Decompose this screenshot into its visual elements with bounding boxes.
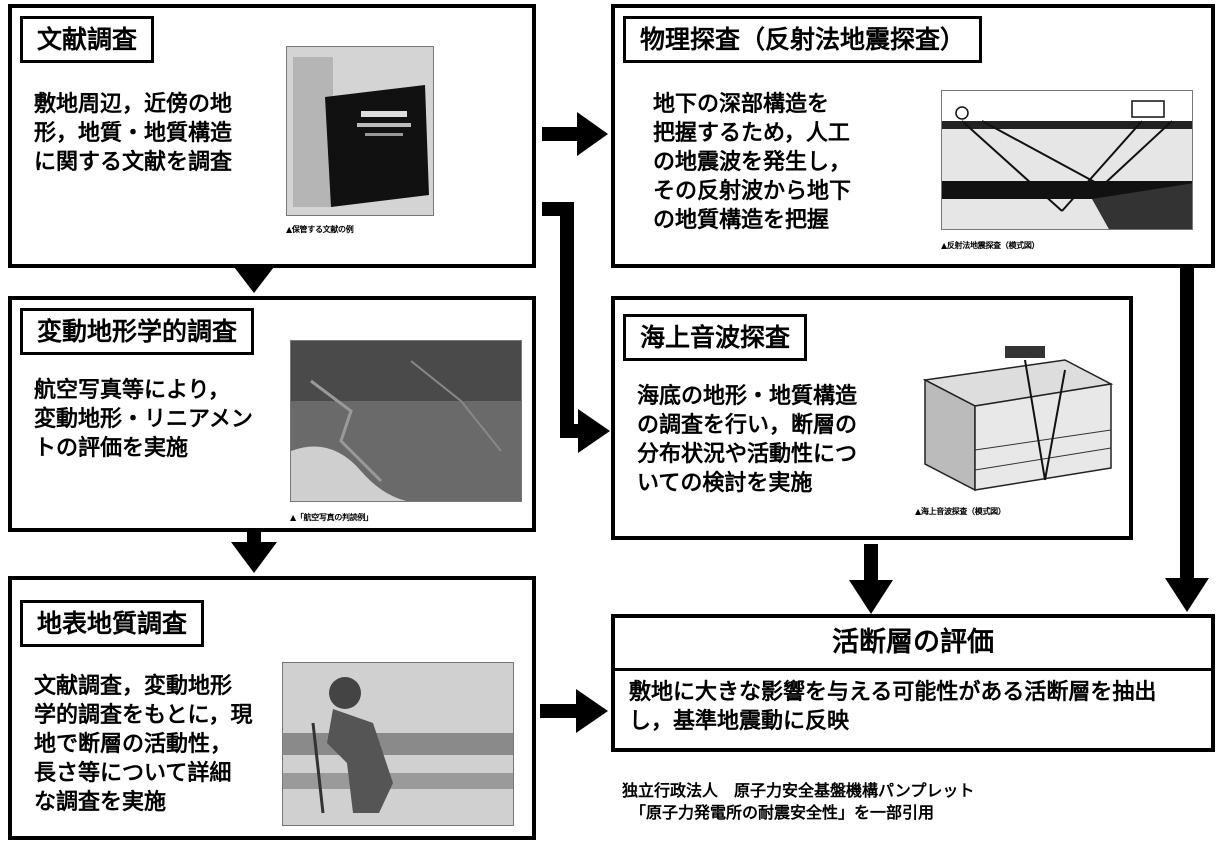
geophysics-description: 地下の深部構造を 把握するため，人工 の地震波を発生し， その反射波から地下 の… [653,92,852,234]
arrow-right-geophysics [577,112,608,156]
geophysical-survey-box: 物理探査（反射法地震探査） 地下の深部構造を 把握するため，人工 の地震波を発生… [611,4,1215,268]
aerial-photo [291,341,521,501]
literature-description: 敷地周辺，近傍の地 形，地質・地質構造 に関する文献を調査 [34,92,233,176]
arrow-down-2 [231,542,277,573]
field-survey-image [282,662,514,826]
field-survey-photo [283,663,513,825]
seismic-section-image [941,90,1193,230]
arrow-down-1 [231,263,277,293]
arrow-right-marine [578,409,610,453]
surface-geology-box: 地表地質調査 文献調査，変動地形 学的調査をもとに，現 地で断層の活動性， 長さ… [8,576,536,840]
aerial-photo-image [290,340,522,502]
surface-title: 地表地質調査 [20,600,205,647]
tectonic-caption: ▲「航空写真の判読例」 [290,513,373,522]
arrow-down-marine [849,580,893,614]
evaluation-description: 敷地に大きな影響を与える可能性がある活断層を抽出 し，基準地震動に反映 [629,680,1157,735]
document-binder-image [287,47,433,215]
marine-title: 海上音波探査 [623,314,808,361]
marine-block-diagram [922,346,1114,492]
arrow-right-evaluation [576,689,608,733]
literature-survey-box: 文献調査 敷地周辺，近傍の地 形，地質・地質構造 に関する文献を調査 ▲保管する… [8,4,536,268]
tectonic-title: 変動地形学的調査 [20,308,255,355]
seismic-diagram [942,100,1192,229]
literature-photo [286,46,434,216]
tectonic-geomorphology-box: 変動地形学的調査 航空写真等により， 変動地形・リニアメン トの評価を実施 ▲「… [8,296,536,532]
evaluation-title: 活断層の評価 [615,618,1211,671]
arrow-down-geophysics [1165,578,1209,612]
active-fault-evaluation-box: 活断層の評価 敷地に大きな影響を与える可能性がある活断層を抽出 し，基準地震動に… [611,614,1215,752]
marine-sonic-survey-box: 海上音波探査 海底の地形・地質構造 の調査を行い，断層の 分布状況や活動性につ … [611,296,1133,540]
geophysics-caption: ▲反射法地震探査（模式図） [941,241,1040,250]
marine-description: 海底の地形・地質構造 の調査を行い，断層の 分布状況や活動性につ いての検討を実… [637,384,858,497]
marine-survey-image [915,340,1115,500]
literature-caption: ▲保管する文献の例 [286,225,354,234]
geophysics-title: 物理探査（反射法地震探査） [623,16,983,63]
marine-caption: ▲海上音波探査（模式図） [915,507,1006,516]
surface-description: 文献調査，変動地形 学的調査をもとに，現 地で断層の活動性， 長さ等について詳細… [34,674,253,816]
literature-title: 文献調査 [20,16,155,63]
tectonic-description: 航空写真等により， 変動地形・リニアメン トの評価を実施 [34,378,253,462]
source-note: 独立行政法人 原子力安全基盤機構パンプレット 「原子力発電所の耐震安全性」を一部… [622,781,975,822]
